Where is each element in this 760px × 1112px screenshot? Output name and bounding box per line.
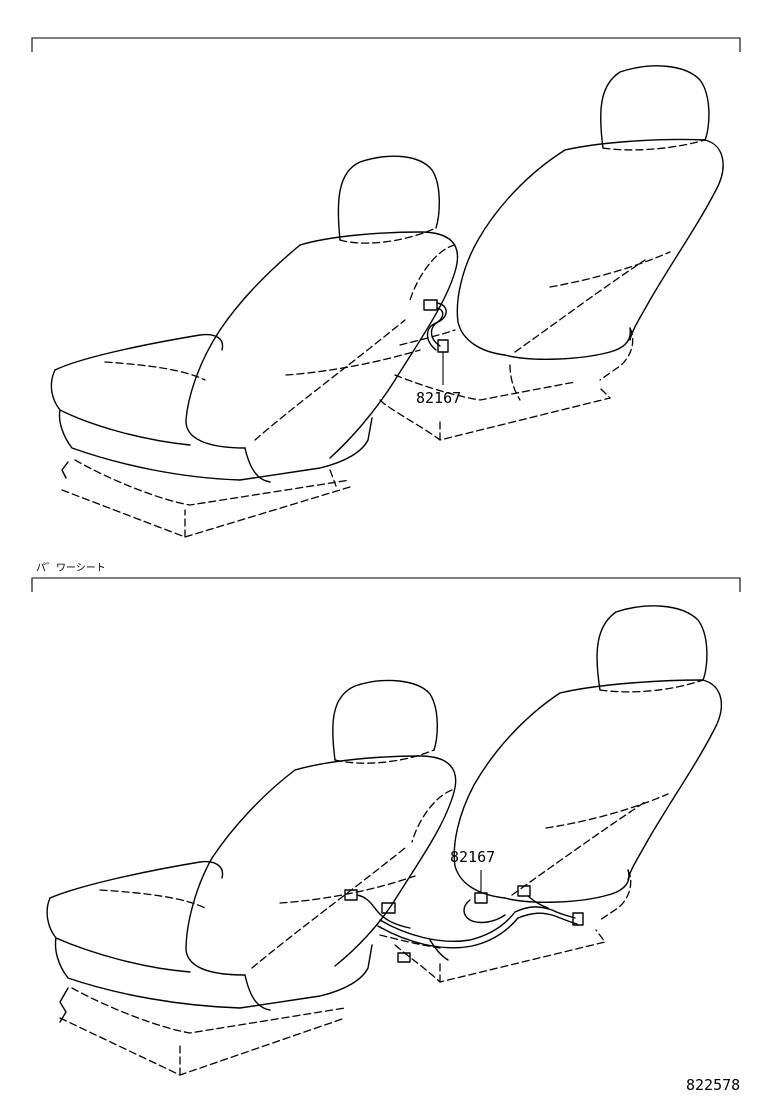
top-wire-harness: [423, 299, 449, 385]
top-part-label: 82167: [416, 389, 461, 407]
bottom-left-seat: [46, 679, 457, 1076]
drawing-reference-number: 822578: [686, 1076, 740, 1094]
bottom-panel-frame: [31, 577, 741, 592]
top-left-seat: [50, 155, 459, 538]
bottom-right-seat: [379, 605, 722, 983]
bottom-panel: パ゛ワーシート: [31, 562, 741, 1076]
top-panel-frame: [31, 37, 741, 52]
bottom-section-title: パ゛ワーシート: [36, 562, 106, 574]
top-panel: 82167: [31, 37, 741, 538]
bottom-part-label: 82167: [450, 848, 495, 866]
top-right-seat: [379, 65, 724, 441]
bottom-wire-harness: [344, 870, 584, 963]
